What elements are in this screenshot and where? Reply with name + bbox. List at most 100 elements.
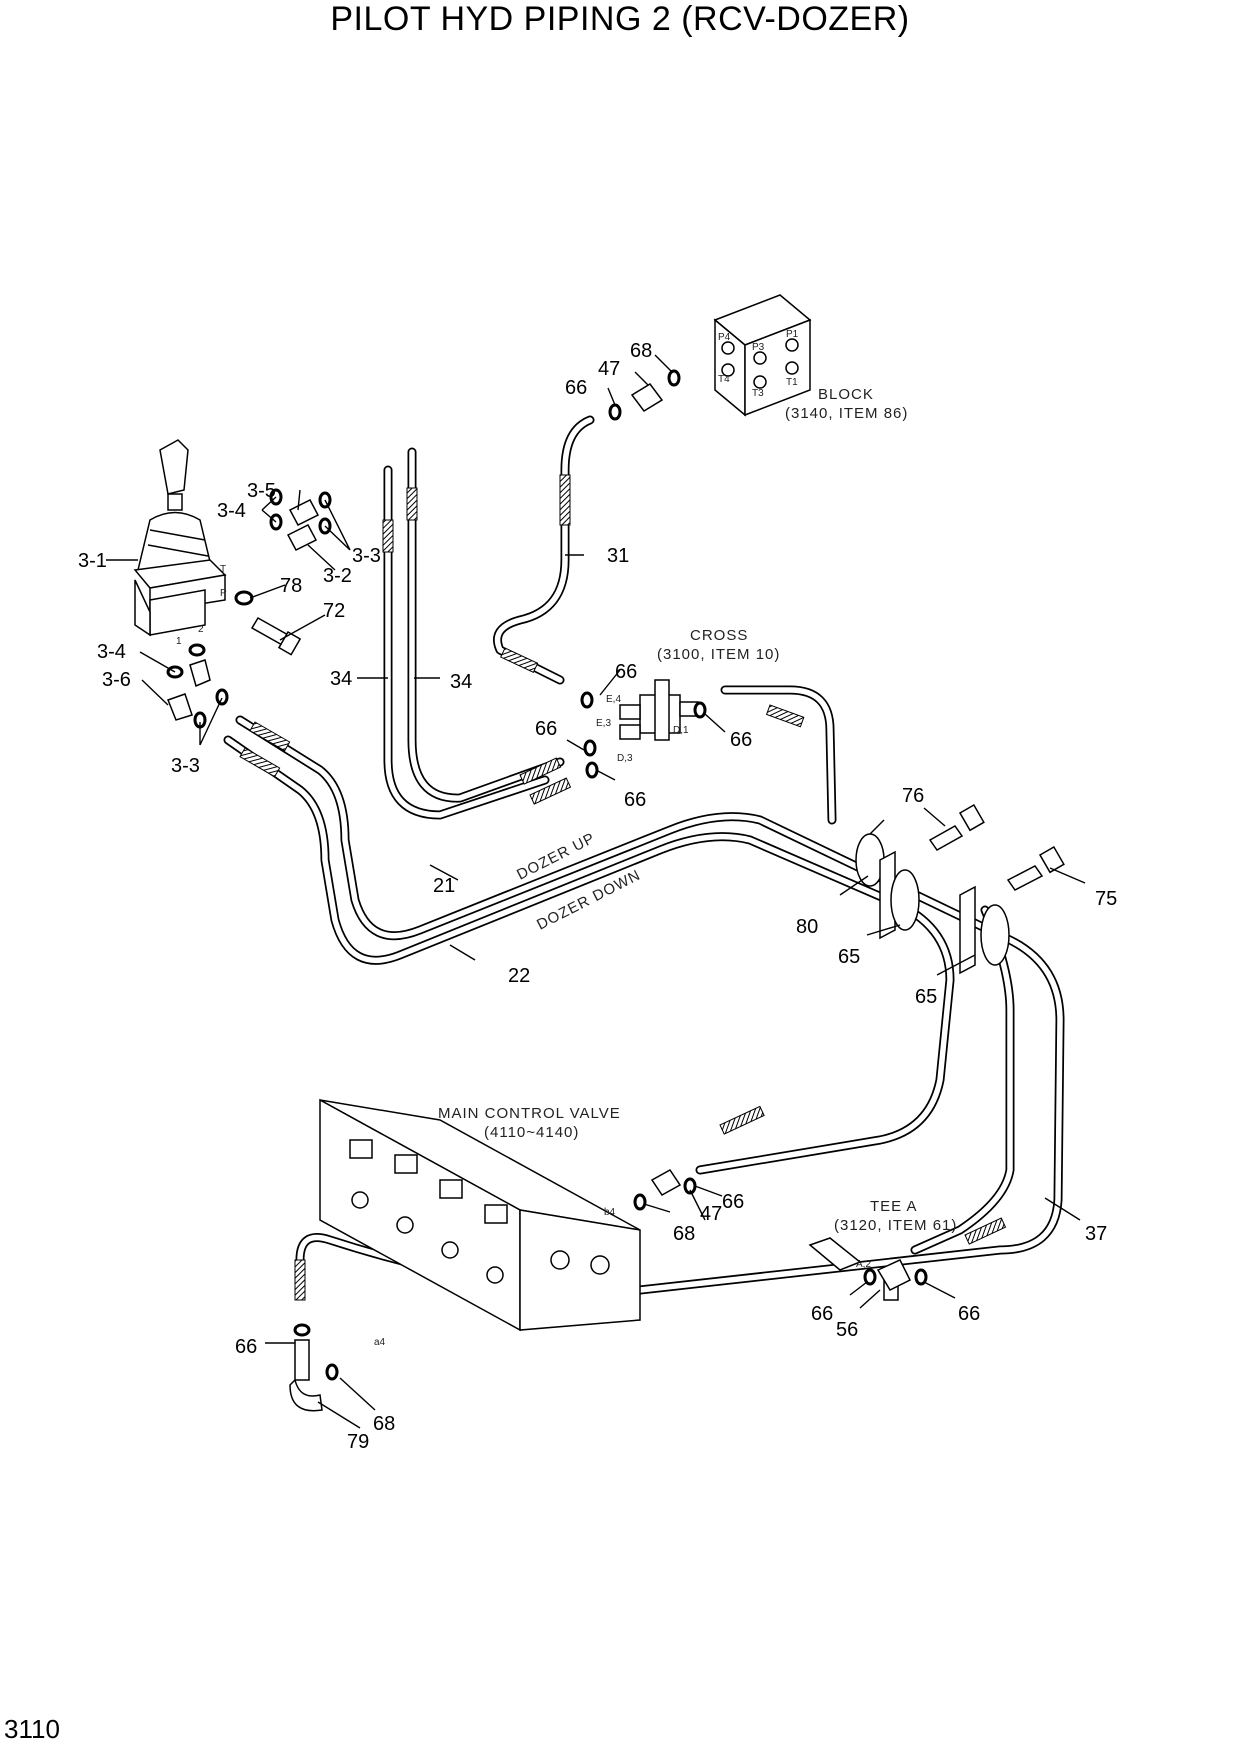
rcv-port-2: 2 xyxy=(198,624,204,635)
rcv-port-t: T xyxy=(220,564,226,575)
block-port: P1 xyxy=(786,329,799,340)
bolt-72 xyxy=(250,616,302,656)
hose-crimp xyxy=(382,519,394,553)
block: P4 T4 P3 T3 P1 T1 xyxy=(713,294,812,417)
hose-crimp xyxy=(239,747,281,778)
block-port: P4 xyxy=(718,332,731,343)
hose-crimp xyxy=(964,1217,1007,1245)
callout-68: 68 xyxy=(673,1223,695,1245)
bolt-76 xyxy=(928,803,985,851)
block-port: P3 xyxy=(752,342,765,353)
cross-port-e3: E,3 xyxy=(596,718,611,729)
cross-label: CROSS xyxy=(690,627,748,644)
elbow-3-6 xyxy=(167,659,211,721)
callout-66: 66 xyxy=(565,377,587,399)
callout-47: 47 xyxy=(700,1203,722,1225)
mcv-ref: (4110~4140) xyxy=(484,1124,579,1141)
callouts: 3-1 3-4 3-5 3-3 3-2 78 72 3-4 3-6 3-3 34… xyxy=(78,340,1117,1453)
elbow-56 xyxy=(876,1259,912,1291)
o-ring xyxy=(166,369,928,1381)
callout-3-3: 3-3 xyxy=(352,545,381,567)
callout-66: 66 xyxy=(624,789,646,811)
callout-22: 22 xyxy=(508,965,530,987)
mcv-port-b4: b4 xyxy=(604,1207,616,1218)
callout-75: 75 xyxy=(1095,888,1117,910)
block-port: T1 xyxy=(786,377,798,388)
callout-79: 79 xyxy=(347,1431,369,1453)
callout-34: 34 xyxy=(330,668,352,690)
callout-47: 47 xyxy=(598,358,620,380)
hose-crimp xyxy=(249,721,291,752)
callout-66: 66 xyxy=(811,1303,833,1325)
hose-crimp xyxy=(519,757,562,785)
main-control-valve xyxy=(319,1098,641,1332)
pipe-22-dozer-down xyxy=(223,735,955,1175)
rcv-lever: T P 1 2 xyxy=(133,439,227,647)
cross-ref: (3100, ITEM 10) xyxy=(657,646,780,663)
callout-34: 34 xyxy=(450,671,472,693)
rcv-port-p: P xyxy=(220,588,227,599)
cross-port-e4: E,4 xyxy=(606,694,621,705)
hose-31 xyxy=(493,415,595,685)
hose-crimp xyxy=(406,487,418,521)
rcv-port-1: 1 xyxy=(176,636,182,647)
callout-78: 78 xyxy=(280,575,302,597)
callout-68: 68 xyxy=(373,1413,395,1435)
block-port: T4 xyxy=(718,374,730,385)
tee-port-a2: A,2 xyxy=(856,1259,871,1270)
callout-3-1: 3-1 xyxy=(78,550,107,572)
adapter-47-bottom xyxy=(650,1169,682,1196)
callout-76: 76 xyxy=(902,785,924,807)
callout-68: 68 xyxy=(630,340,652,362)
callout-65: 65 xyxy=(915,986,937,1008)
callout-3-6: 3-6 xyxy=(102,669,131,691)
mcv-port-a4: a4 xyxy=(374,1337,386,1348)
bracket-65-right xyxy=(959,885,1010,975)
callout-66: 66 xyxy=(615,661,637,683)
mcv-label: MAIN CONTROL VALVE xyxy=(438,1105,621,1122)
hose-crimp xyxy=(294,1259,306,1301)
callout-66: 66 xyxy=(958,1303,980,1325)
washer-78 xyxy=(234,590,254,606)
tee-label: TEE A xyxy=(870,1198,918,1215)
callout-80: 80 xyxy=(796,916,818,938)
bracket-65-left xyxy=(879,850,920,940)
callout-3-2: 3-2 xyxy=(323,565,352,587)
callout-3-5: 3-5 xyxy=(247,480,276,502)
hose-34-outer xyxy=(383,465,550,820)
callout-37: 37 xyxy=(1085,1223,1107,1245)
callout-3-4: 3-4 xyxy=(97,641,126,663)
callout-66: 66 xyxy=(730,729,752,751)
hose-crimp xyxy=(559,474,571,526)
callout-31: 31 xyxy=(607,545,629,567)
hose-34-inner xyxy=(407,447,565,803)
bolt-75 xyxy=(1006,845,1065,891)
cross-port-d1: D,1 xyxy=(673,725,689,736)
callout-21: 21 xyxy=(433,875,455,897)
hose-crimp xyxy=(500,647,539,673)
callout-65: 65 xyxy=(838,946,860,968)
hose-crimp xyxy=(529,777,572,805)
hose-crimp xyxy=(719,1105,765,1135)
page-number: 3110 xyxy=(4,1714,60,1744)
cross-fitting xyxy=(619,679,699,741)
hose-66-right xyxy=(720,685,837,825)
hose-crimp xyxy=(765,704,805,728)
callout-66: 66 xyxy=(235,1336,257,1358)
callout-66: 66 xyxy=(535,718,557,740)
callout-72: 72 xyxy=(323,600,345,622)
cross-port-d3: D,3 xyxy=(617,753,633,764)
callout-66: 66 xyxy=(722,1191,744,1213)
tee-ref: (3120, ITEM 61) xyxy=(834,1217,957,1234)
callout-3-4: 3-4 xyxy=(217,500,246,522)
page-title: PILOT HYD PIPING 2 (RCV-DOZER) xyxy=(330,0,910,38)
leader-lines xyxy=(106,354,1086,1429)
callout-56: 56 xyxy=(836,1319,858,1341)
block-label: BLOCK xyxy=(818,386,874,403)
block-port: T3 xyxy=(752,388,764,399)
adapter-3-2 xyxy=(286,524,318,551)
callout-3-3: 3-3 xyxy=(171,755,200,777)
adapter-47-top xyxy=(630,383,664,412)
block-ref: (3140, ITEM 86) xyxy=(785,405,908,422)
